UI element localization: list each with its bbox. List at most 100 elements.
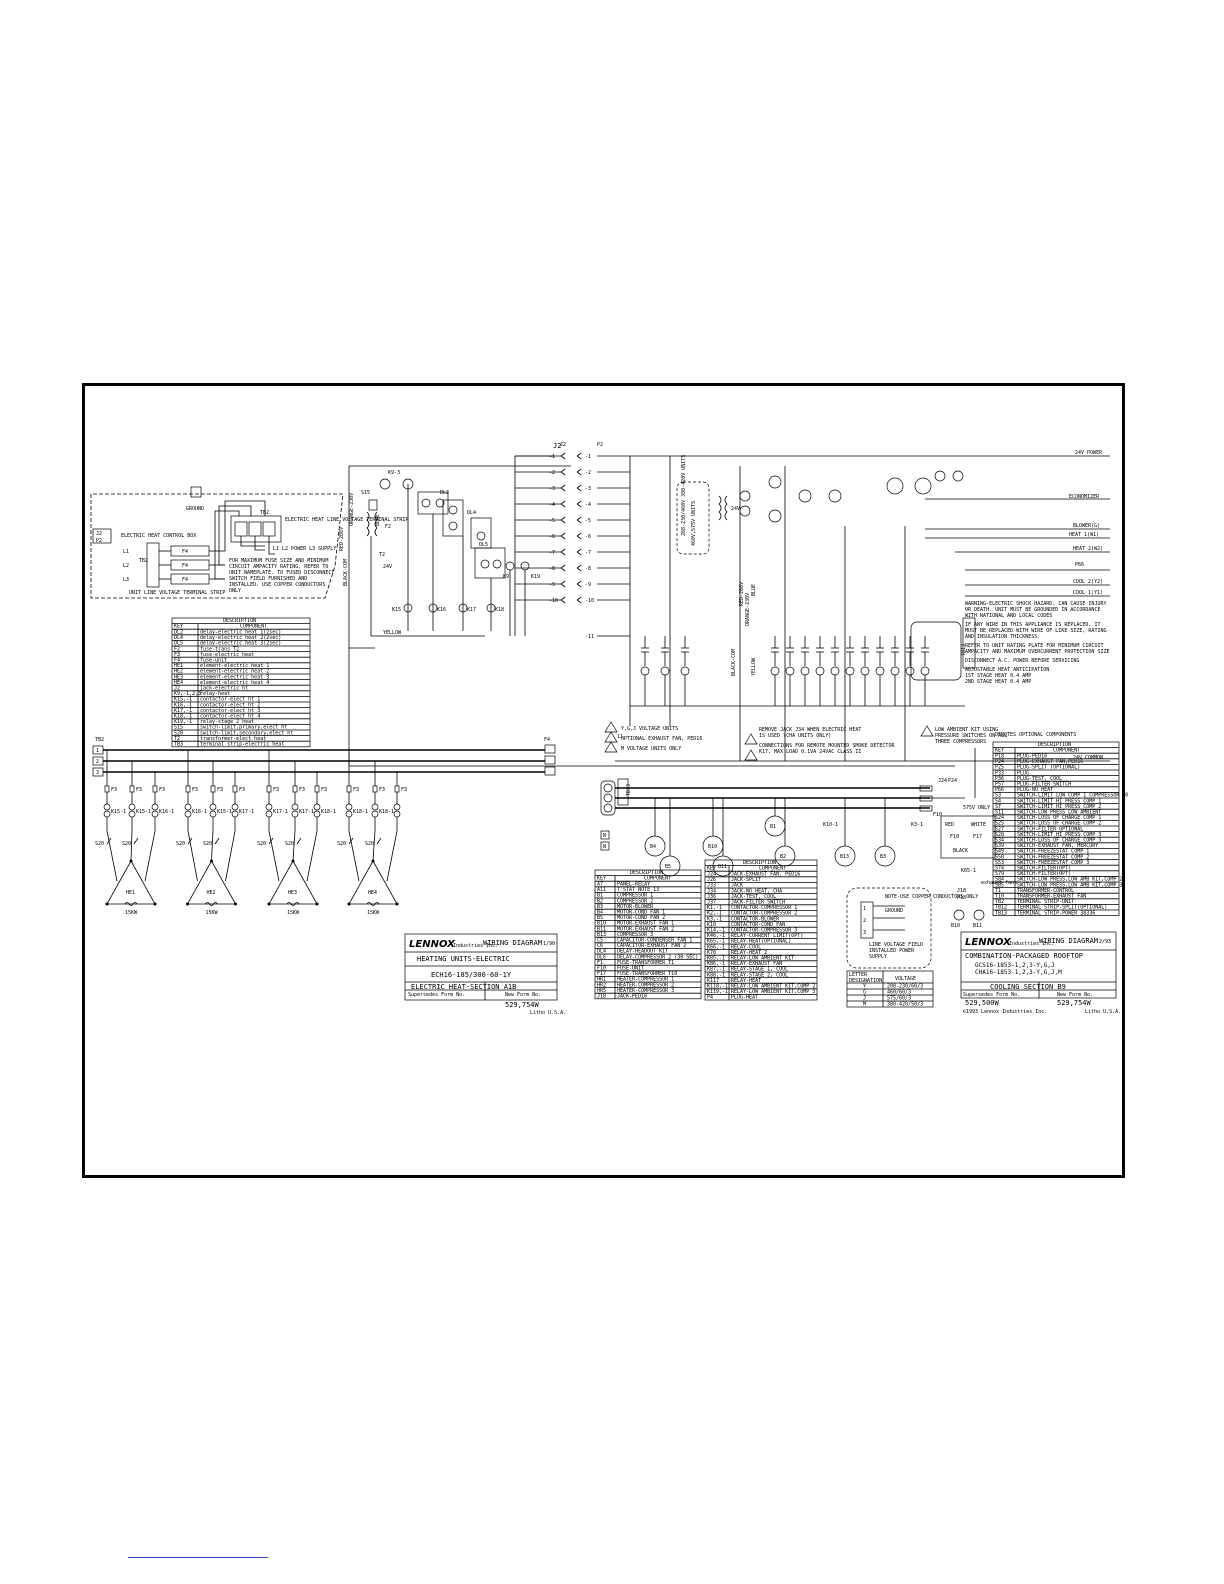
- ground-label: GROUND: [186, 506, 204, 512]
- legend2-key: K117: [707, 978, 719, 984]
- legend2-key: K1,-1: [707, 905, 722, 911]
- svg-text:BLACK: BLACK: [953, 848, 968, 854]
- svg-text:F3: F3: [379, 787, 385, 793]
- legend1-component: MOTOR-BLOWER: [617, 904, 654, 910]
- svg-text:P18: P18: [957, 895, 966, 901]
- svg-text:F3: F3: [239, 787, 245, 793]
- legend2-component: JACK-EXHAUST FAN, PED16: [731, 872, 800, 878]
- legend1-component: MOTOR-COND FAN 2: [617, 915, 665, 921]
- left-legend-key: DL4: [174, 635, 183, 641]
- svg-text:COOL 2(Y2): COOL 2(Y2): [1073, 579, 1103, 585]
- motor-label: B4: [650, 844, 656, 850]
- svg-text:Industries Inc.: Industries Inc.: [453, 943, 498, 949]
- svg-text:F2: F2: [385, 524, 391, 530]
- svg-text:K10-1: K10-1: [823, 822, 838, 828]
- voltage-value: 208-230/60/3: [887, 984, 923, 990]
- strip-label: ELECTRIC HEAT LINE VOLTAGE TERMINAL STRI…: [285, 517, 408, 523]
- element-name: HE2: [207, 890, 216, 896]
- left-legend-key: DL5: [174, 641, 183, 647]
- svg-text:New Form No.: New Form No.: [1057, 992, 1093, 998]
- voltage-value: 460/60/3: [887, 990, 911, 996]
- legend1-key: HR2: [597, 982, 606, 988]
- legend3-component: TRANSFORMER-EXHAUST FAN: [1017, 894, 1086, 900]
- legend3-component: TRANSFORMER-CONTROL: [1017, 888, 1074, 894]
- legend2-component: RELAY-HEAT 2: [731, 950, 767, 956]
- control-box-title: ELECTRIC HEAT CONTROL BOX: [121, 533, 196, 539]
- element-kw: 15KW: [287, 910, 300, 916]
- svg-text:3: 3: [96, 770, 99, 776]
- right-title-line2: GCS16-1853-1,2,3-Y,G,J: [975, 962, 1054, 969]
- tb-label: TB2: [139, 558, 148, 564]
- legend3-title: DESCRIPTION: [1038, 742, 1071, 748]
- legend2-key: K46,-1: [707, 933, 725, 939]
- legend3-component: SWITCH-LOSS OF CHARGE COMP 3: [1017, 838, 1101, 844]
- legend1-component: COMPRESSOR 1: [617, 893, 653, 899]
- left-legend-component: transformer-elect heat: [200, 736, 266, 742]
- svg-text:KEY: KEY: [174, 624, 183, 630]
- p2-pin-number: -7: [585, 550, 591, 556]
- j2-pin-number: -1: [549, 454, 555, 460]
- disconnect-note: DISCONNECT A.C. POWER BEFORE SERVICING: [965, 658, 1080, 664]
- motor-label: B5: [665, 864, 671, 870]
- contactor-label: K18-1: [353, 809, 368, 815]
- legend2-component: JACK-SPLIT: [731, 877, 761, 883]
- svg-text:Supersedes Form No.: Supersedes Form No.: [963, 992, 1020, 998]
- legend2-key: J26: [707, 877, 716, 883]
- left-legend-key: J2: [174, 686, 180, 692]
- legend3-component: SWITCH-LIMIT HI PRESS COMP 3: [1017, 832, 1101, 838]
- legend1-key: B5: [597, 915, 603, 921]
- svg-text:24V: 24V: [731, 506, 740, 512]
- legend1-component: FUSE-UNIT: [617, 966, 644, 972]
- svg-text:BLUE: BLUE: [751, 584, 757, 596]
- legend1-component: HEATER-COMPRESSOR 1: [617, 977, 674, 983]
- legend3-component: PLUG-SPLIT (OPTIONAL): [1017, 765, 1080, 771]
- unit-strip-label: UNIT LINE VOLTAGE TERMINAL STRIP: [129, 590, 225, 596]
- motor-label: B11: [718, 864, 727, 870]
- right-brand: LENNOX: [965, 937, 1012, 948]
- svg-text:M VOLTAGE UNITS ONLY: M VOLTAGE UNITS ONLY: [621, 746, 681, 752]
- legend2-component: RELAY-EXHAUST FAN: [731, 961, 782, 967]
- svg-text:J24: J24: [938, 778, 947, 784]
- svg-text:F3: F3: [401, 787, 407, 793]
- svg-text:F17: F17: [973, 834, 982, 840]
- left-legend-component: relay-stage 2 heat: [200, 719, 254, 725]
- left-legend-key: HE4: [174, 680, 183, 686]
- legend1-title: DESCRIPTION: [630, 870, 663, 876]
- voltage-letter: M: [863, 1002, 866, 1008]
- legend3-component: SWITCH-LOSS OF CHARGE COMP 2: [1017, 821, 1101, 827]
- left-legend-key: S15: [174, 725, 183, 731]
- legend1-key: B13: [597, 932, 606, 938]
- svg-text:BLACK-COM: BLACK-COM: [343, 559, 349, 586]
- svg-text:J2: J2: [96, 531, 102, 537]
- wiring-diagram-sheet: GROUND ELECTRIC HEAT CONTROL BOX J2 P2 L…: [82, 383, 1128, 1178]
- svg-text:N: N: [603, 833, 606, 839]
- legend3-component: TERMINAL STRIP-SPLIT(OPTIONAL): [1017, 905, 1107, 911]
- legend3-component: SWITCH-LIMIT HI PRESS COMP 1: [1017, 798, 1101, 804]
- legend1-component: COMPRESSOR 2: [617, 898, 653, 904]
- legend2-key: K119,-1: [707, 989, 728, 995]
- svg-text:F3: F3: [111, 787, 117, 793]
- svg-text:COMPONENT: COMPONENT: [1053, 748, 1080, 754]
- legend3-key: S79: [995, 871, 1004, 877]
- legend3-key: P57: [995, 782, 1004, 788]
- legend3-component: SWITCH-EXHAUST FAN, MERCURY: [1017, 843, 1098, 849]
- legend2-component: RELAY-CURRENT LIMIT(OPT): [731, 933, 803, 939]
- legend1-key: C6: [597, 943, 603, 949]
- legend1-key: B3: [597, 904, 603, 910]
- left-legend-component: contactor-elect ht 2: [200, 702, 260, 708]
- svg-text:COMPONENT: COMPONENT: [240, 624, 267, 630]
- p2-pin-number: -4: [585, 502, 591, 508]
- legend3-component: SWITCH-FREEZESTAT COMP 3: [1017, 860, 1089, 866]
- left-legend-component: delay-electric heat 1(2sec): [200, 630, 281, 636]
- j2-pin-number: -2: [549, 470, 555, 476]
- contactor-label: K15-1: [111, 809, 126, 815]
- left-legend-component: switch-limit,secondary,elect ht: [200, 730, 293, 736]
- svg-text:K15: K15: [392, 607, 401, 613]
- left-legend-key: K19,-1: [174, 719, 192, 725]
- contactor-label: K17-1: [239, 809, 254, 815]
- legend1-component: MOTOR-COND FAN 1: [617, 910, 665, 916]
- svg-text:NOTE-USE COPPER CONDUCTORS ONL: NOTE-USE COPPER CONDUCTORS ONLY: [885, 894, 978, 900]
